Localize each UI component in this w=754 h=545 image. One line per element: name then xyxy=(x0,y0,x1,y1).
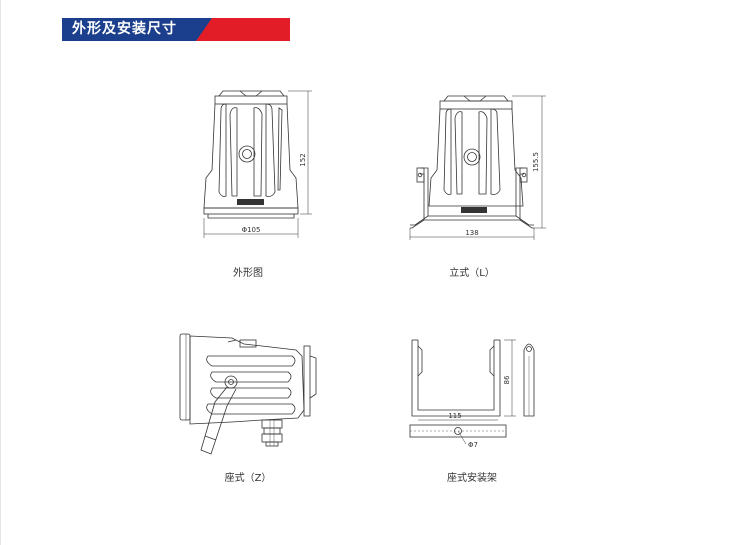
outline-diameter-label: Φ105 xyxy=(242,226,261,234)
bracket-width-label: 115 xyxy=(448,412,461,420)
caption-outline: 外形图 xyxy=(233,268,263,279)
bracket-hole-label: Φ7 xyxy=(468,441,478,449)
bracket-height-label: 86 xyxy=(503,375,511,384)
caption-seat: 座式（Z） xyxy=(224,473,272,484)
page-left-rule xyxy=(0,0,1,545)
vertical-height-label: 155.5 xyxy=(532,152,540,172)
seat-drawing xyxy=(179,333,317,455)
caption-vertical: 立式（L） xyxy=(449,268,495,279)
outline-drawing: 152 Φ105 xyxy=(203,90,312,238)
caption-bracket: 座式安装架 xyxy=(447,473,497,484)
section-header: 外形及安装尺寸 xyxy=(62,18,290,41)
vertical-width-label: 138 xyxy=(465,229,478,237)
vertical-drawing: 155.5 138 xyxy=(409,95,546,240)
section-title: 外形及安装尺寸 xyxy=(72,21,177,37)
outline-height-label: 152 xyxy=(299,153,307,166)
bracket-drawing: 115 Φ7 86 xyxy=(409,339,535,449)
header-red-band xyxy=(196,18,290,41)
header-blue-band xyxy=(62,18,212,41)
